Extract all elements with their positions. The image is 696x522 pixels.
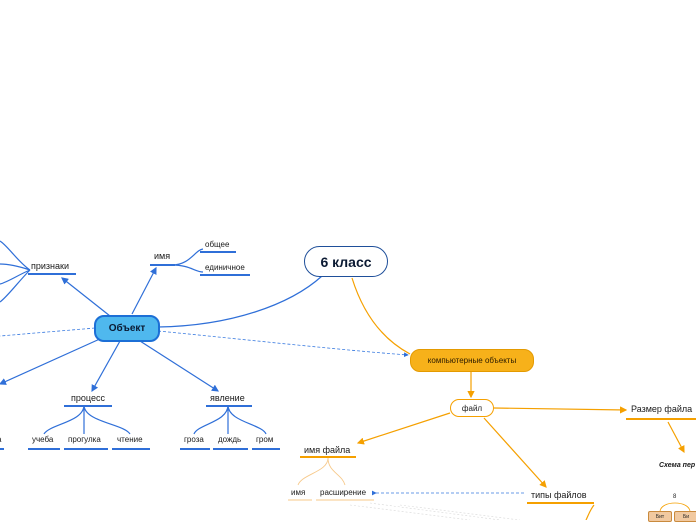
link-file-size bbox=[493, 406, 628, 414]
link-name-children bbox=[171, 248, 204, 273]
computer-objects-node[interactable]: компьютерные объекты bbox=[410, 349, 534, 372]
object-node[interactable]: Объект bbox=[94, 315, 160, 342]
process-child-reading[interactable]: чтение bbox=[117, 435, 143, 444]
process-label[interactable]: процесс bbox=[71, 393, 105, 403]
file-name-child-extension[interactable]: расширение bbox=[320, 488, 367, 497]
link-grade-computer bbox=[351, 277, 411, 355]
phenomenon-label[interactable]: явление bbox=[210, 393, 245, 403]
link-object-name bbox=[131, 266, 157, 315]
process-child-study[interactable]: учеба bbox=[32, 435, 54, 444]
scheme-bit-box-2[interactable]: Би bbox=[674, 511, 696, 522]
link-size-scheme bbox=[667, 421, 685, 454]
link-object-process bbox=[91, 340, 121, 393]
link-file-types bbox=[483, 417, 547, 488]
link-object-phenomenon bbox=[139, 340, 220, 392]
grade-node[interactable]: 6 класс bbox=[304, 246, 388, 277]
file-name-children-links bbox=[288, 457, 374, 501]
scheme-number: 8 bbox=[673, 494, 677, 500]
orange-underlines bbox=[300, 418, 696, 504]
file-node[interactable]: файл bbox=[450, 399, 494, 417]
link-process-children bbox=[43, 404, 131, 435]
link-grade-object bbox=[157, 275, 323, 328]
file-types-label[interactable]: типы файлов bbox=[531, 490, 587, 500]
name-child-single[interactable]: единичное bbox=[205, 263, 245, 272]
faint-lines bbox=[349, 502, 521, 520]
link-object-left bbox=[0, 337, 103, 385]
link-object-signs bbox=[61, 277, 111, 317]
name-child-general[interactable]: общее bbox=[205, 240, 230, 249]
phenomenon-child-storm[interactable]: гроза bbox=[184, 435, 204, 444]
process-child-walk[interactable]: прогулка bbox=[68, 435, 101, 444]
left-cut-label[interactable]: а bbox=[0, 436, 1, 444]
name-label[interactable]: имя bbox=[154, 251, 171, 261]
orange-links bbox=[351, 277, 685, 520]
link-phenomenon-children bbox=[193, 404, 267, 435]
link-types-down bbox=[585, 504, 595, 520]
phenomenon-child-rain[interactable]: дождь bbox=[218, 435, 242, 444]
scheme-label[interactable]: Схема пер bbox=[659, 462, 696, 469]
file-name-child-name[interactable]: имя bbox=[291, 488, 306, 497]
scheme-links bbox=[659, 502, 691, 513]
dashed-relations bbox=[0, 327, 524, 496]
file-name-label[interactable]: имя файла bbox=[304, 445, 351, 455]
blue-underlines bbox=[0, 251, 280, 450]
link-file-name bbox=[356, 412, 451, 445]
link-signs-stubs bbox=[0, 240, 31, 303]
signs-label[interactable]: признаки bbox=[31, 261, 69, 271]
phenomenon-child-thunder[interactable]: гром bbox=[256, 435, 274, 444]
blue-links bbox=[0, 240, 323, 435]
scheme-bit-box[interactable]: Бит bbox=[648, 511, 672, 522]
file-size-label[interactable]: Размер файла bbox=[631, 404, 693, 414]
